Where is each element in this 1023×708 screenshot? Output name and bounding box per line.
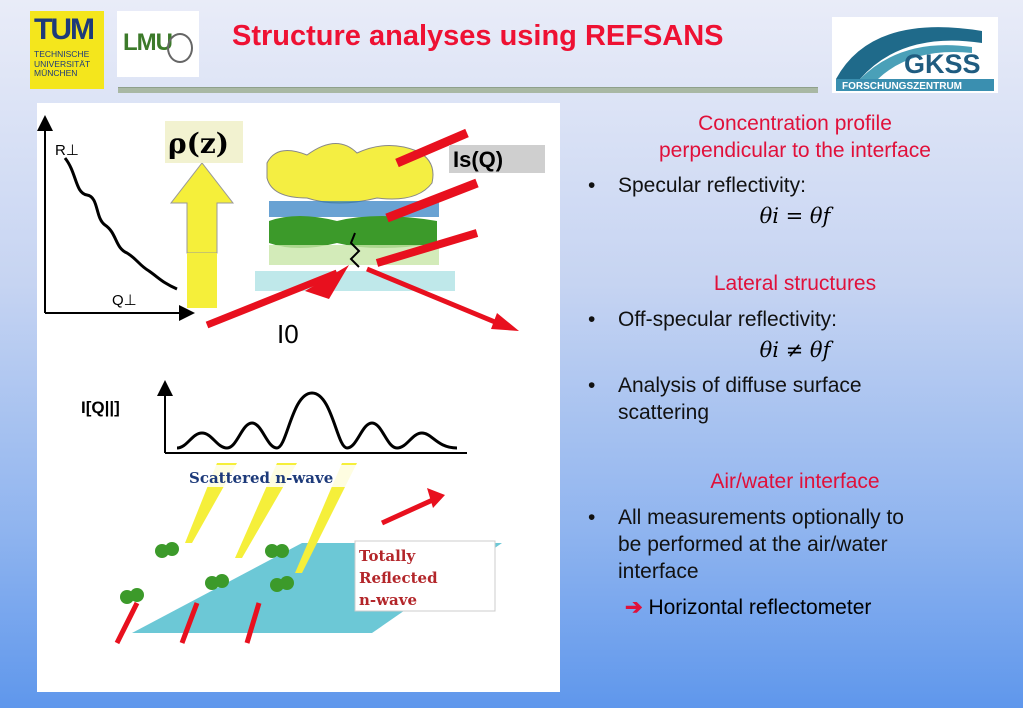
i-par-label: I[Q||]: [81, 398, 120, 417]
bullet-text: All measurements optionally to: [618, 506, 904, 529]
bullet-text: Off-specular reflectivity:: [618, 308, 838, 331]
text-panel: Concentration profile perpendicular to t…: [585, 110, 1005, 621]
gkss-subtext: FORSCHUNGSZENTRUM: [842, 81, 962, 92]
title-divider: [118, 87, 818, 93]
i0-label: I0: [277, 319, 299, 349]
heading-line: Lateral structures: [713, 272, 877, 295]
figure-svg: R⊥ Q⊥ ρ(z): [37, 115, 545, 645]
lmu-logo: LMU: [117, 11, 199, 77]
bullet-text: interface: [618, 560, 699, 583]
formula-offspecular: θi ≠ θf: [585, 337, 1005, 364]
bullet-text: be performed at the air/water: [618, 533, 888, 556]
section-heading-lateral: Lateral structures: [585, 270, 1005, 297]
q-perp-label: Q⊥: [112, 292, 137, 309]
heading-line: Concentration profile: [698, 112, 892, 135]
lmu-seal-icon: [167, 33, 193, 63]
bullet-dot-icon: •: [588, 174, 596, 197]
bullet-dot-icon: •: [588, 374, 596, 397]
right-arrow-icon: ➔: [625, 596, 643, 619]
formula-specular: θi = θf: [585, 203, 1005, 230]
tum-logo: TUM TECHNISCHE UNIVERSITÄT MÜNCHEN: [30, 11, 104, 89]
gkss-logo: GKSS FORSCHUNGSZENTRUM: [832, 17, 998, 93]
tum-line-3: MÜNCHEN: [34, 68, 78, 78]
bullet-text: Analysis of diffuse surface: [618, 374, 862, 397]
schematic-figure: R⊥ Q⊥ ρ(z): [37, 103, 560, 692]
is-q-label: Is(Q): [453, 147, 503, 172]
bullet-dot-icon: •: [588, 308, 596, 331]
tum-text: TECHNISCHE UNIVERSITÄT MÜNCHEN: [34, 49, 101, 79]
bullet-diffuse: • Analysis of diffuse surface scattering: [585, 372, 1005, 426]
section-heading-concentration: Concentration profile perpendicular to t…: [585, 110, 1005, 164]
formula-text: θi = θf: [759, 204, 831, 228]
totally-line-3: n-wave: [359, 591, 417, 609]
page-title: Structure analyses using REFSANS: [232, 20, 724, 52]
rho-label: ρ(z): [168, 127, 229, 160]
bullet-text: scattering: [618, 401, 710, 424]
rho-arrow: ρ(z): [165, 121, 243, 308]
r-perp-label: R⊥: [55, 142, 79, 159]
bullet-specular: • Specular reflectivity:: [585, 172, 1005, 199]
arrow-text: Horizontal reflectometer: [648, 596, 872, 619]
bullet-measurements: • All measurements optionally to be perf…: [585, 504, 1005, 585]
section-heading-airwater: Air/water interface: [585, 468, 1005, 495]
bullet-text: Specular reflectivity:: [618, 174, 806, 197]
arrow-line-reflectometer: ➔ Horizontal reflectometer: [625, 594, 1005, 621]
water-surface: Scattered n-wave Totally Reflected n-wav…: [114, 463, 502, 645]
bullet-offspecular: • Off-specular reflectivity:: [585, 306, 1005, 333]
gkss-logo-graphic: GKSS FORSCHUNGSZENTRUM: [836, 27, 994, 92]
gkss-text: GKSS: [904, 49, 981, 79]
offspecular-plot: I[Q||]: [81, 380, 467, 454]
tum-mark: TUM: [34, 13, 95, 46]
neutron-beams: Is(Q) I0: [205, 128, 545, 349]
tum-line-1: TECHNISCHE: [34, 49, 90, 59]
heading-line: perpendicular to the interface: [658, 139, 931, 162]
lmu-mark: LMU: [123, 29, 173, 56]
totally-line-1: Totally: [359, 547, 416, 565]
tum-line-2: UNIVERSITÄT: [34, 58, 91, 69]
heading-line: Air/water interface: [710, 470, 880, 493]
totally-line-2: Reflected: [359, 569, 438, 587]
membrane-structure: [255, 143, 455, 291]
bullet-dot-icon: •: [588, 506, 596, 529]
formula-text: θi ≠ θf: [759, 338, 831, 362]
scattered-label: Scattered n-wave: [189, 469, 333, 487]
reflectivity-plot: R⊥ Q⊥: [37, 115, 195, 321]
